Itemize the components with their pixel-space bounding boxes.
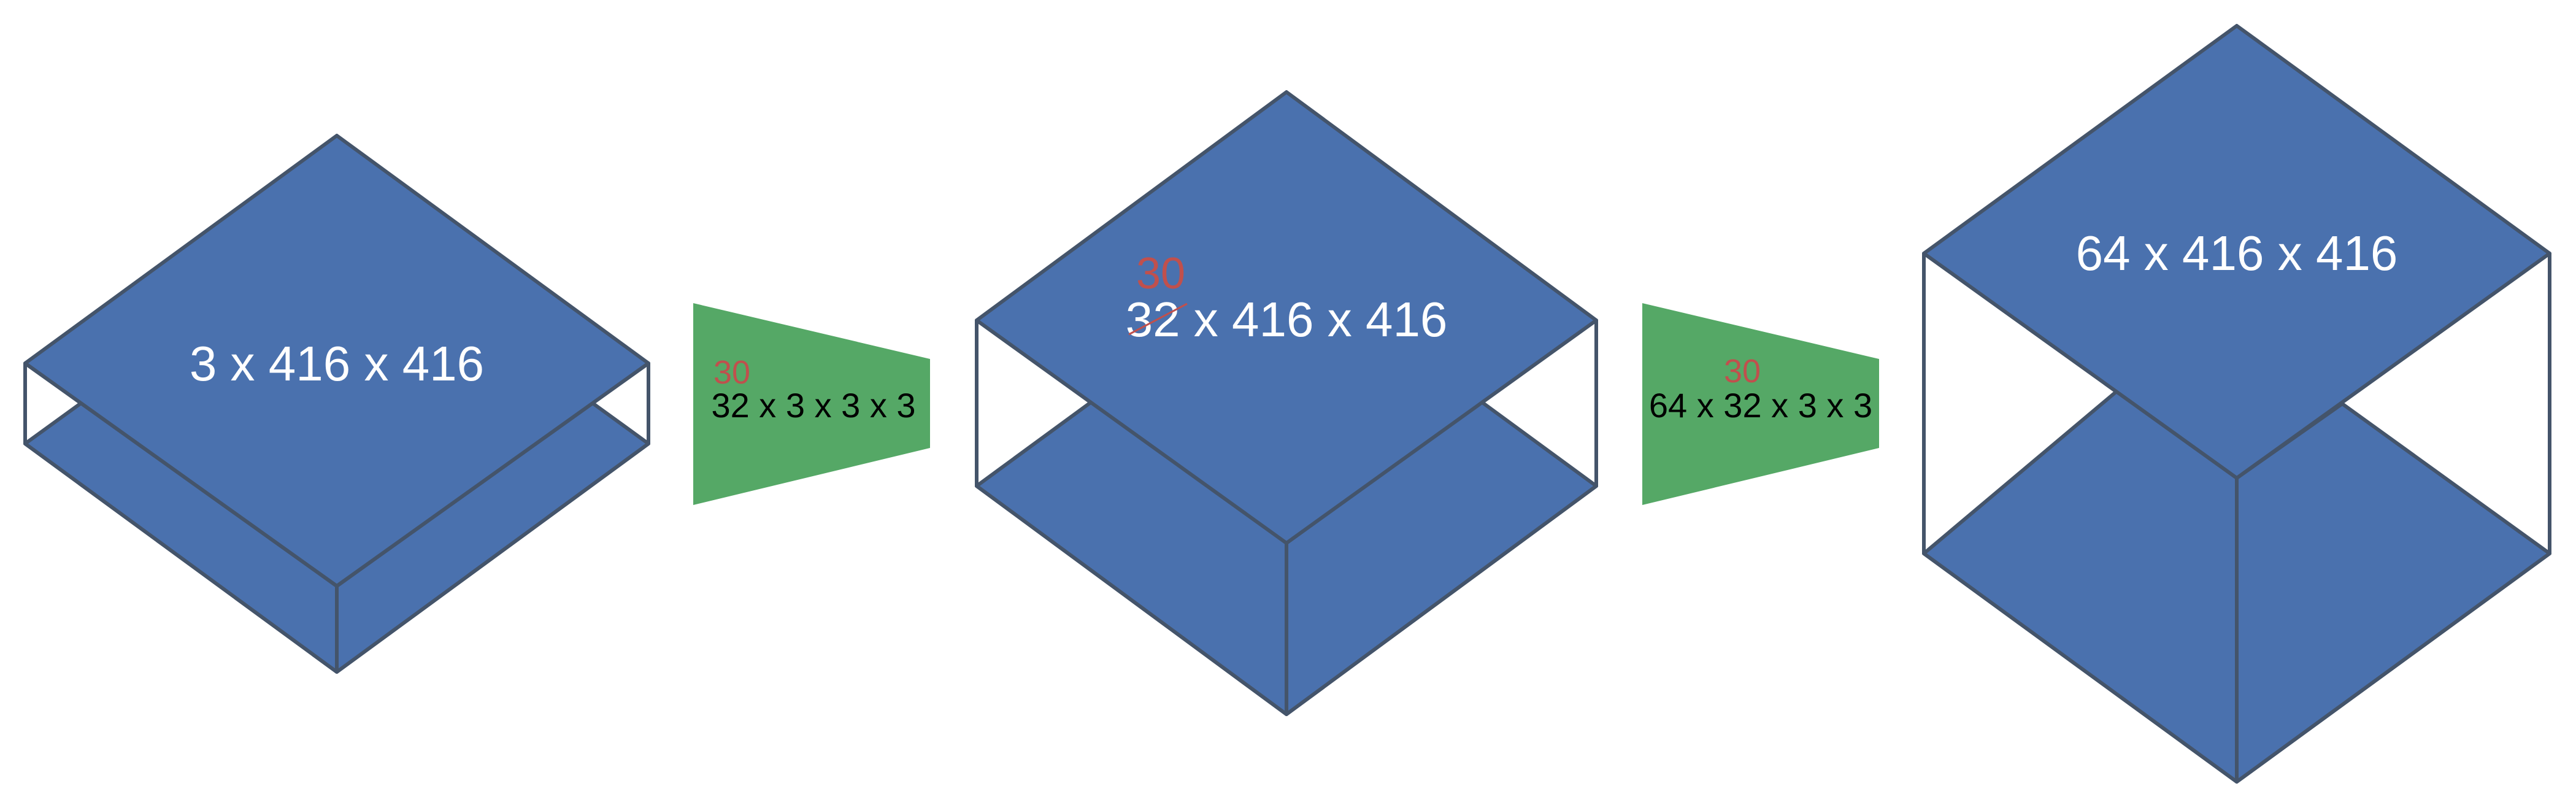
tensor-conv2-top-face [1922,24,2551,480]
tensor-block-input: 3 x 416 x 416 [23,134,650,674]
tensor-conv2-label: 64 x 416 x 416 [2076,226,2398,280]
tensor-conv1-strike-mark [1128,303,1188,336]
kernel-2-trapezoid [1642,303,1879,505]
kernel-2-label: 64 x 32 x 3 x 3 [1649,386,1872,425]
kernel-block-2: 64 x 32 x 3 x 3 30 [1642,303,1879,505]
tensor-input-top-face [23,134,650,588]
kernel-block-1: 32 x 3 x 3 x 3 30 [693,303,930,505]
kernel-1-trapezoid [693,303,930,505]
tensor-block-conv1: 32 x 416 x 416 30 [975,90,1598,716]
tensor-conv1-annotation: 30 [1136,249,1185,298]
kernel-1-annotation: 30 [713,354,750,391]
tensor-conv1-top-face [975,90,1598,545]
kernel-1-label: 32 x 3 x 3 x 3 [711,386,915,425]
tensor-conv1-label: 32 x 416 x 416 [1126,292,1448,347]
kernel-2-annotation: 30 [1724,353,1761,390]
tensor-input-label: 3 x 416 x 416 [190,336,484,391]
tensor-block-conv2: 64 x 416 x 416 [1922,24,2551,784]
